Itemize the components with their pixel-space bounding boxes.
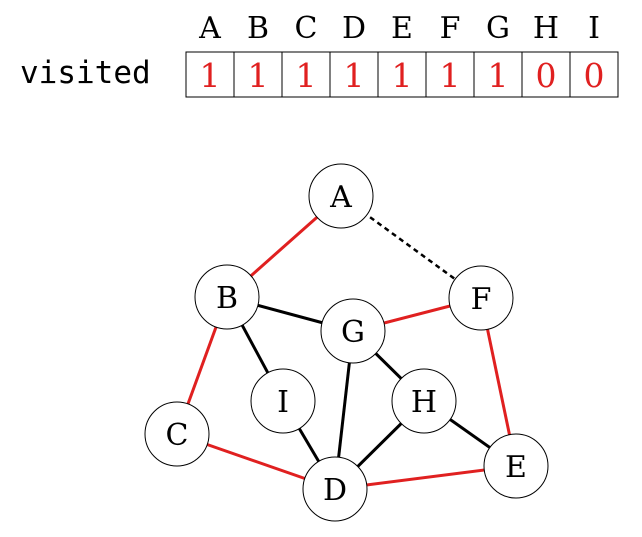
node-d <box>302 456 368 522</box>
table-cell-i <box>569 51 619 98</box>
visited-row-label: visited <box>20 55 151 91</box>
node-label-i: I <box>277 385 289 420</box>
node-label-h: H <box>411 385 437 420</box>
table-header-i: I <box>588 11 600 46</box>
table-cell-b <box>233 51 283 98</box>
table-value-b: 1 <box>248 56 269 95</box>
table-header-h: H <box>533 11 559 46</box>
table-cell-e <box>377 51 427 98</box>
node-label-a: A <box>329 180 352 215</box>
table-value-h: 0 <box>536 56 557 95</box>
node-f <box>448 265 514 331</box>
table-header-c: C <box>295 11 318 46</box>
node-a <box>308 163 374 229</box>
table-value-g: 1 <box>488 56 509 95</box>
table-value-i: 0 <box>584 56 605 95</box>
node-label-f: F <box>471 282 492 317</box>
node-label-b: B <box>216 281 238 316</box>
node-h <box>391 368 457 434</box>
node-label-c: C <box>166 418 189 453</box>
table-header-f: F <box>440 11 461 46</box>
table-value-e: 1 <box>392 56 413 95</box>
table-header-g: G <box>486 11 510 46</box>
table-header-a: A <box>198 11 221 46</box>
node-label-d: D <box>323 473 347 508</box>
table-cell-g <box>473 51 523 98</box>
graph-nodes: A B F G I H C D E <box>144 163 549 522</box>
node-e <box>483 433 549 499</box>
node-label-e: E <box>505 450 527 485</box>
table-cell-a <box>185 51 235 98</box>
node-b <box>194 264 260 330</box>
table-value-f: 1 <box>440 56 461 95</box>
table-cell-h <box>521 51 571 98</box>
table-value-a: 1 <box>200 56 221 95</box>
table-value-c: 1 <box>296 56 317 95</box>
table-cell-c <box>281 51 331 98</box>
table-cell-f <box>425 51 475 98</box>
node-g <box>320 298 386 364</box>
table-header-d: D <box>342 11 366 46</box>
table-header-b: B <box>247 11 269 46</box>
node-c <box>144 401 210 467</box>
table-value-d: 1 <box>344 56 365 95</box>
node-label-g: G <box>341 315 365 350</box>
table-header-e: E <box>391 11 413 46</box>
node-i <box>250 368 316 434</box>
